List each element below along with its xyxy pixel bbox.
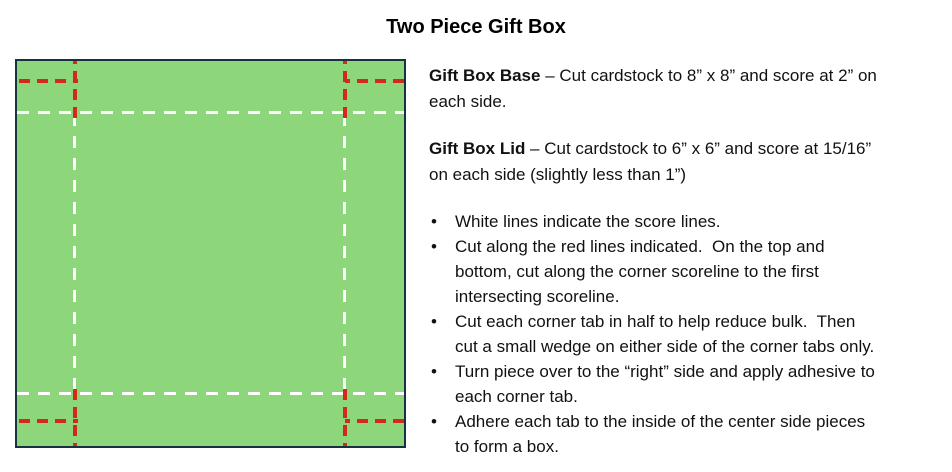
list-item-text: Adhere each tab to the inside of the cen… [455, 412, 866, 456]
cut-line-vertical-bottom-right [343, 389, 347, 446]
score-line-horizontal-top [17, 111, 404, 114]
list-item: • White lines indicate the score lines. [429, 209, 875, 234]
list-item-text: Cut along the red lines indicated. On th… [455, 237, 825, 306]
list-item: • Adhere each tab to the inside of the ce… [429, 409, 875, 459]
paragraph-gift-box-lid: Gift Box Lid – Cut cardstock to 6” x 6” … [429, 136, 871, 188]
score-line-horizontal-bottom [17, 392, 404, 395]
cut-line-horizontal-bottom-right [345, 419, 404, 423]
score-line-vertical-right [343, 114, 346, 395]
cut-line-horizontal-bottom-left [19, 419, 78, 423]
paragraph-text: – Cut cardstock to 6” x 6” and score at … [429, 139, 872, 184]
paragraph-lead: Gift Box Base [429, 66, 541, 85]
bullet-icon: • [431, 237, 437, 256]
cut-line-vertical-top-left [73, 61, 77, 118]
cut-line-horizontal-top-right [345, 79, 404, 83]
list-item-text: White lines indicate the score lines. [455, 212, 721, 231]
paragraph-gift-box-base: Gift Box Base – Cut cardstock to 8” x 8”… [429, 63, 877, 115]
cut-line-horizontal-top-left [19, 79, 78, 83]
instructions-bullet-list: • White lines indicate the score lines. •… [429, 209, 875, 459]
paragraph-text: – Cut cardstock to 8” x 8” and score at … [429, 66, 877, 111]
list-item: • Turn piece over to the “right” side and… [429, 359, 875, 409]
list-item-text: Turn piece over to the “right” side and … [455, 362, 875, 406]
score-line-vertical-left [73, 114, 76, 395]
page-title: Two Piece Gift Box [386, 16, 566, 38]
cut-line-vertical-top-right [343, 61, 347, 118]
bullet-icon: • [431, 362, 437, 381]
list-item-text: Cut each corner tab in half to help redu… [455, 312, 875, 356]
bullet-icon: • [431, 412, 437, 431]
bullet-icon: • [431, 312, 437, 331]
gift-box-base-diagram [15, 59, 406, 448]
list-item: • Cut each corner tab in half to help red… [429, 309, 875, 359]
list-item: • Cut along the red lines indicated. On t… [429, 234, 875, 309]
paragraph-lead: Gift Box Lid [429, 139, 526, 158]
cut-line-vertical-bottom-left [73, 389, 77, 446]
bullet-icon: • [431, 212, 437, 231]
